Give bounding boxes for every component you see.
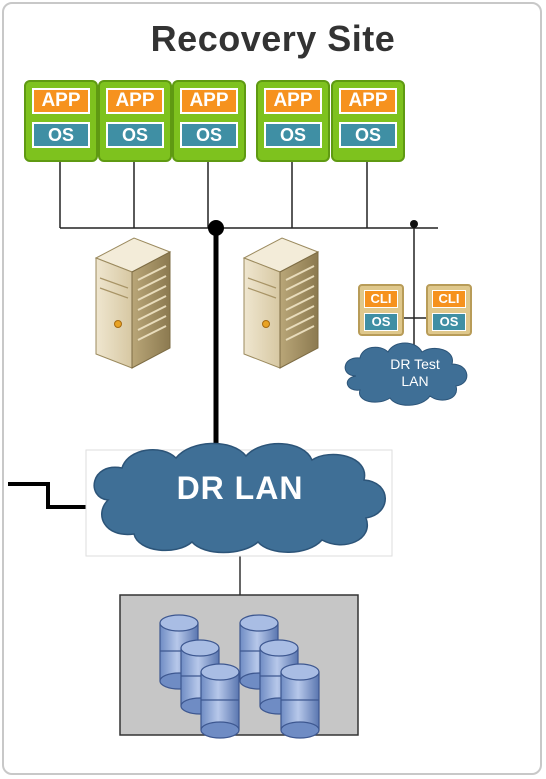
app-label: APP	[264, 88, 322, 114]
os-label: OS	[339, 122, 397, 148]
vm-box[interactable]: APP OS	[98, 80, 172, 162]
app-label: APP	[106, 88, 164, 114]
cli-label: CLI	[364, 290, 398, 308]
os-label: OS	[364, 313, 398, 331]
vm-box[interactable]: APP OS	[24, 80, 98, 162]
dr-test-lan-cloud	[344, 342, 468, 406]
server-icon	[242, 237, 320, 369]
test-client-box[interactable]: CLI OS	[358, 284, 404, 336]
app-label: APP	[339, 88, 397, 114]
os-label: OS	[106, 122, 164, 148]
os-label: OS	[432, 313, 466, 331]
app-label: APP	[180, 88, 238, 114]
junction-dot-large	[208, 220, 224, 236]
cli-label: CLI	[432, 290, 466, 308]
junction-dot-small	[410, 220, 418, 228]
vm-box[interactable]: APP OS	[331, 80, 405, 162]
test-client-box[interactable]: CLI OS	[426, 284, 472, 336]
dr-lan-label: DR LAN	[176, 470, 304, 506]
dr-test-lan-label: DR Test LAN	[350, 356, 480, 390]
disk-cylinders	[159, 614, 320, 739]
app-label: APP	[32, 88, 90, 114]
uplink-lines	[8, 228, 241, 595]
os-label: OS	[32, 122, 90, 148]
vm-box[interactable]: APP OS	[172, 80, 246, 162]
dr-lan-cloud	[93, 442, 386, 554]
page-title: Recovery Site	[150, 18, 396, 59]
dr-test-lan-line1: DR Test	[390, 356, 440, 372]
vm-box[interactable]: APP OS	[256, 80, 330, 162]
vm-network-lines	[59, 160, 438, 350]
os-label: OS	[264, 122, 322, 148]
os-label: OS	[180, 122, 238, 148]
server-icon	[94, 237, 172, 369]
dr-test-lan-line2: LAN	[401, 373, 429, 389]
